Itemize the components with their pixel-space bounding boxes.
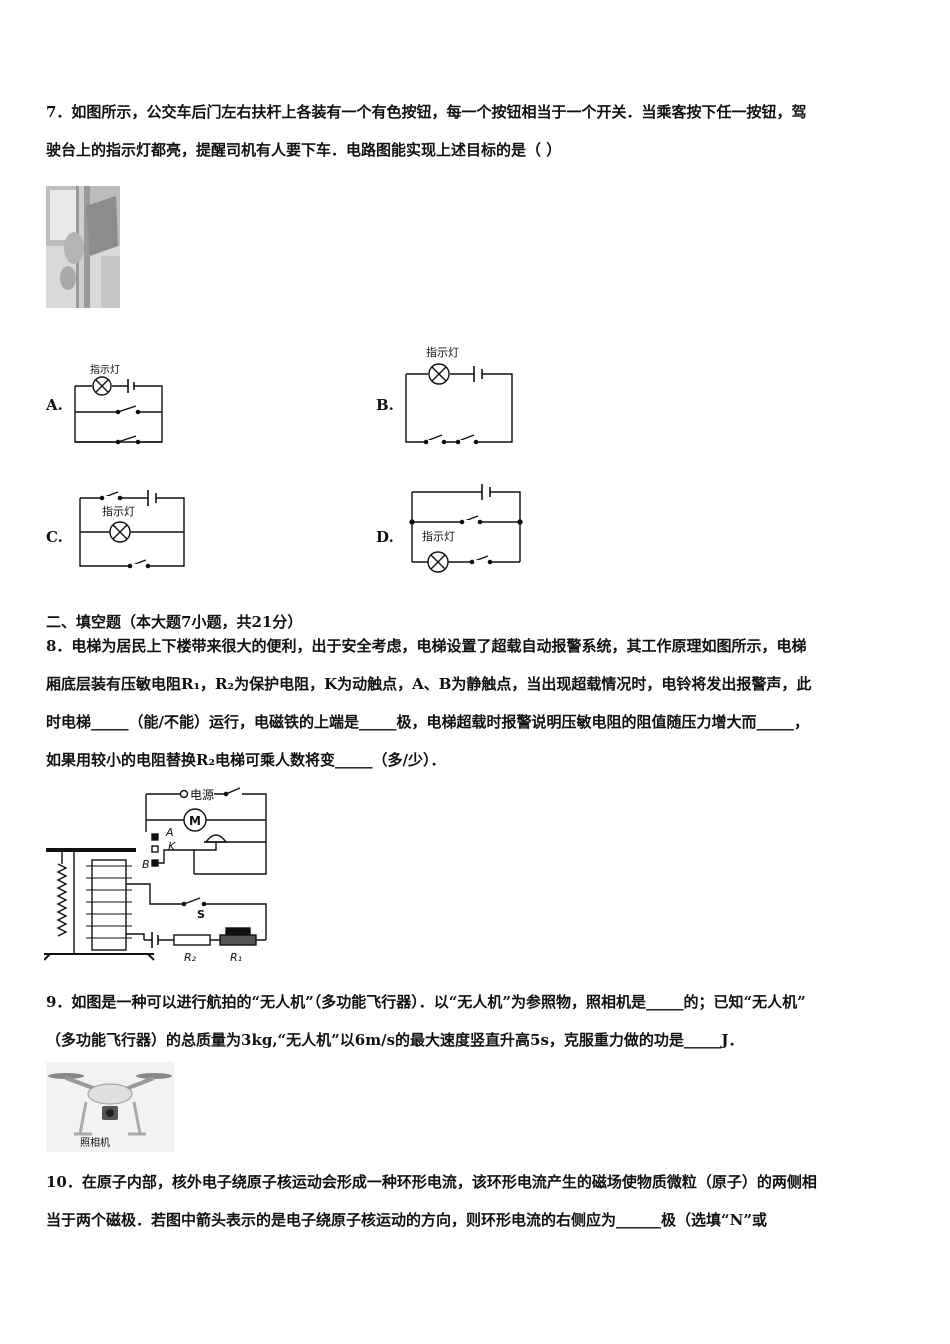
q7-option-c: C. bbox=[46, 528, 63, 546]
section2-title: 二、填空题（本大题7小题，共21分） bbox=[46, 613, 303, 631]
q7-option-b: B. bbox=[376, 396, 394, 414]
r2-label: R₂ bbox=[184, 951, 197, 964]
power-label: 电源 bbox=[190, 788, 214, 802]
circuit-c-lamp-label: 指示灯 bbox=[102, 504, 135, 518]
q10-text-line1: 10．在原子内部，核外电子绕原子核运动会形成一种环形电流，该环形电流产生的磁场使… bbox=[46, 1173, 817, 1191]
q7-text-line1: 7．如图所示，公交车后门左右扶杆上各装有一个有色按钮，每一个按钮相当于一个开关．… bbox=[46, 103, 807, 121]
circuit-b: 指示灯 bbox=[405, 345, 513, 445]
drone-photo: 照相机 bbox=[46, 1062, 174, 1152]
switch-s-label: S bbox=[197, 908, 205, 921]
elevator-alarm-circuit: 电源 M A K B S R₂ R₁ bbox=[44, 787, 267, 964]
circuit-b-lamp-label: 指示灯 bbox=[426, 345, 459, 359]
q7-text-line2: 驶台上的指示灯都亮，提醒司机有人要下车．电路图能实现上述目标的是（ ） bbox=[46, 141, 562, 159]
contact-b-label: B bbox=[142, 858, 150, 871]
q7-option-a: A. bbox=[46, 396, 63, 414]
circuit-d-lamp-label: 指示灯 bbox=[422, 529, 455, 543]
motor-label: M bbox=[189, 814, 201, 828]
circuit-a-lamp-label: 指示灯 bbox=[90, 363, 120, 376]
camera-label: 照相机 bbox=[80, 1136, 110, 1149]
bus-handrail-photo bbox=[46, 186, 120, 308]
circuit-d: 指示灯 bbox=[409, 484, 523, 573]
q8-text-line1: 8．电梯为居民上下楼带来很大的便利，出于安全考虑，电梯设置了超载自动报警系统，其… bbox=[46, 637, 807, 655]
circuit-a: 指示灯 bbox=[74, 363, 163, 445]
q8-text-line2: 厢底层装有压敏电阻R₁，R₂为保护电阻，K为动触点，A、B为静触点，当出现超载情… bbox=[46, 675, 812, 693]
q9-text-line2: （多功能飞行器）的总质量为3kg,“无人机”以6m/s的最大速度竖直升高5s，克… bbox=[46, 1031, 744, 1049]
q8-text-line4: 如果用较小的电阻替换R₂电梯可乘人数将变_____（多/少）． bbox=[46, 751, 446, 769]
contact-a-label: A bbox=[165, 826, 174, 839]
q7-option-d: D. bbox=[376, 528, 394, 546]
q10-text-line2: 当于两个磁极．若图中箭头表示的是电子绕原子核运动的方向，则环形电流的右侧应为__… bbox=[46, 1211, 767, 1229]
contact-k-label: K bbox=[168, 840, 176, 853]
r1-label: R₁ bbox=[230, 951, 242, 964]
q8-text-line3: 时电梯_____（能/不能）运行，电磁铁的上端是_____极，电梯超载时报警说明… bbox=[46, 713, 809, 731]
circuit-c: 指示灯 bbox=[79, 490, 185, 569]
q9-text-line1: 9．如图是一种可以进行航拍的“无人机”（多功能飞行器）．以“无人机”为参照物，照… bbox=[46, 993, 806, 1011]
